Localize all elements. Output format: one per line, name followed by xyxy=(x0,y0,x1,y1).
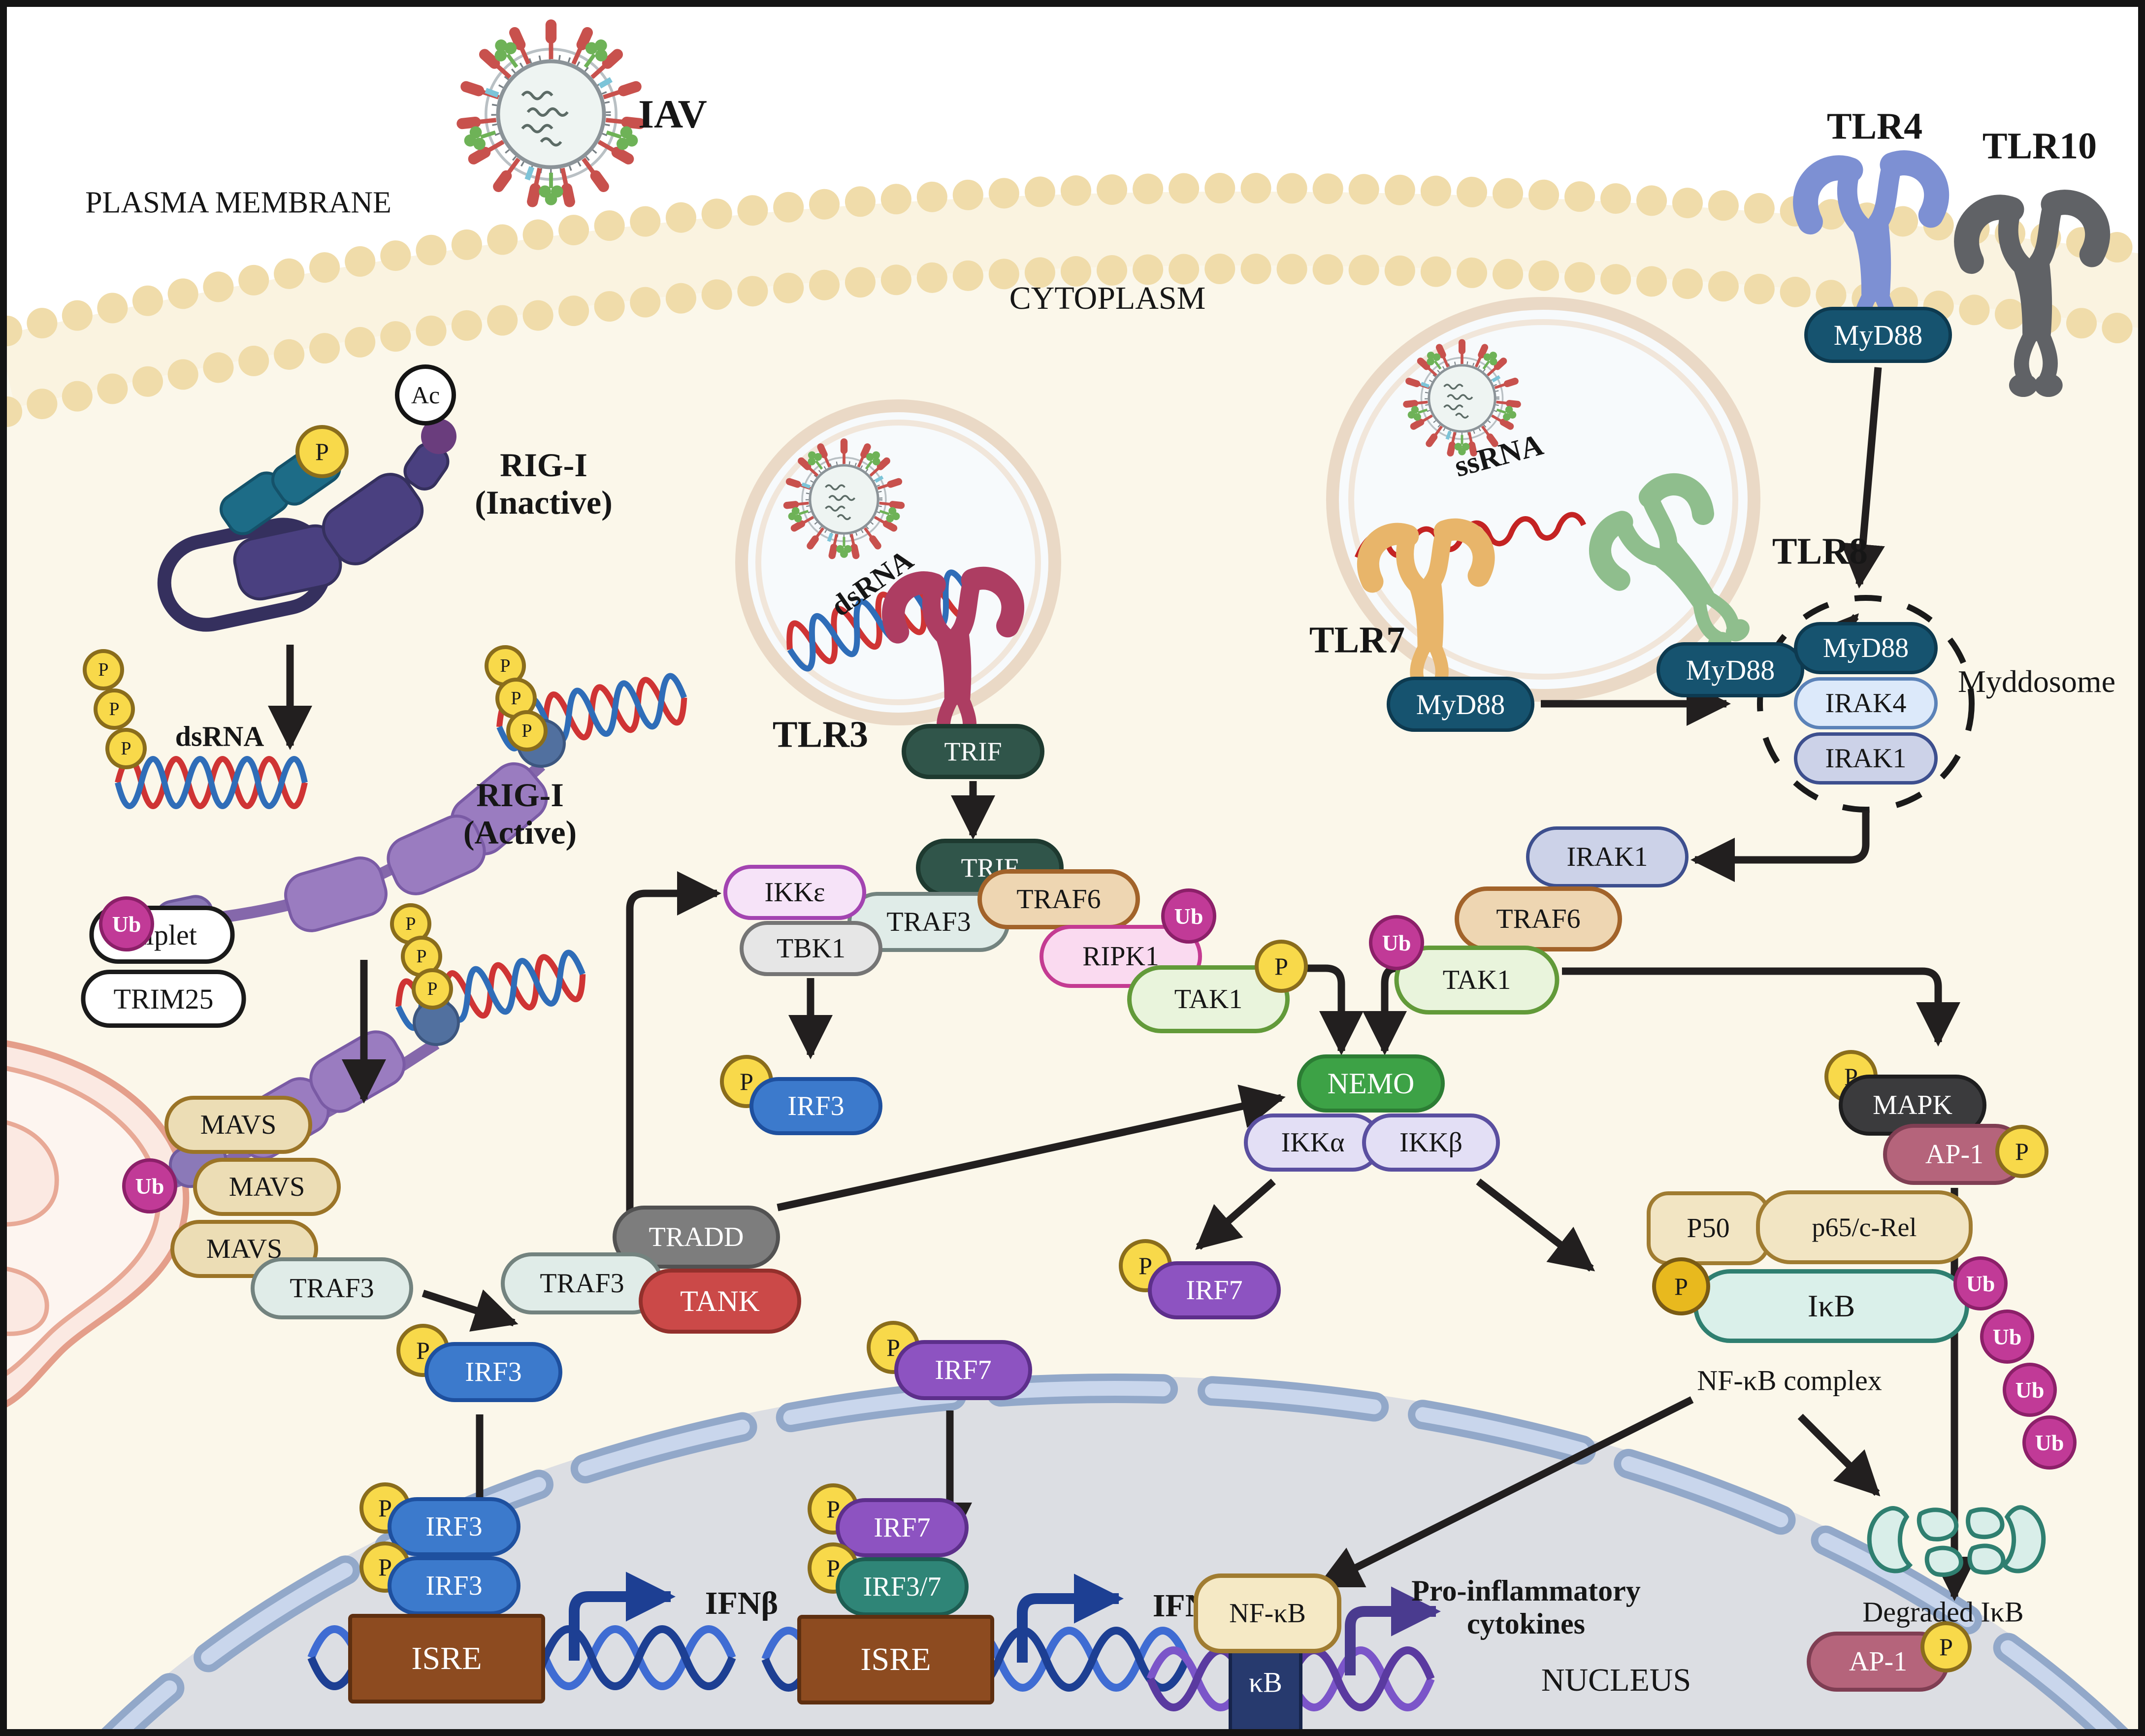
isre-box-2: ISRE xyxy=(797,1615,994,1704)
irf37-nuc-pill: IRF3/7 xyxy=(836,1557,969,1616)
pro-inflammatory-line2: cytokines xyxy=(1466,1607,1585,1640)
irf7-prenuc-pill: IRF7 xyxy=(894,1340,1032,1400)
tbk1-pill: TBK1 xyxy=(740,921,882,976)
nfkb-nuc-pill: NF-κB xyxy=(1194,1573,1341,1653)
p-badge-active1-3: P xyxy=(506,710,548,752)
p50-pill: P50 xyxy=(1647,1191,1770,1265)
iav-label: IAV xyxy=(638,92,707,137)
ikke-pill: IKKε xyxy=(723,865,866,920)
p-badge-dsrna-2: P xyxy=(94,688,135,730)
p-badge-tak1-left: P xyxy=(1255,940,1308,993)
myd88-myddosome-pill: MyD88 xyxy=(1794,622,1938,674)
rig-i-active-icon xyxy=(154,719,566,943)
irf7-cyto-pill: IRF7 xyxy=(1148,1261,1281,1319)
irf3-prenuc-pill: IRF3 xyxy=(424,1342,562,1402)
pro-inflammatory-label: Pro-inflammatory cytokines xyxy=(1411,1574,1640,1640)
tlr3-label: TLR3 xyxy=(772,714,869,755)
irf3-nuc2-pill: IRF3 xyxy=(388,1556,520,1615)
irf3-cyto-pill: IRF3 xyxy=(749,1077,882,1135)
myd88-tlr8-pill: MyD88 xyxy=(1657,642,1804,697)
tak1-right-pill: TAK1 xyxy=(1394,946,1560,1015)
tlr10-label: TLR10 xyxy=(1982,125,2097,167)
p-badge-active2-1: P xyxy=(390,903,431,945)
pro-inflammatory-line1: Pro-inflammatory xyxy=(1411,1574,1641,1607)
cytoplasm-label: CYTOPLASM xyxy=(1009,280,1206,317)
p-badge-ikb: P xyxy=(1652,1257,1710,1315)
traf6-complex-pill: TRAF6 xyxy=(1455,886,1622,951)
ub-chain-4: Ub xyxy=(2022,1415,2077,1470)
ikka-pill: IKKα xyxy=(1244,1114,1382,1172)
p-badge-rigi-inactive: P xyxy=(295,425,349,478)
irf3-nuc1-pill: IRF3 xyxy=(388,1497,520,1556)
p-badge-dsrna-3: P xyxy=(105,728,147,769)
rig-i-inactive-line2: (Inactive) xyxy=(475,484,613,521)
degraded-ikb-fragments xyxy=(1867,1505,2046,1577)
p-badge-dsrna-1: P xyxy=(83,649,124,690)
p-badge-active2-3: P xyxy=(412,968,453,1010)
tank-pill: TANK xyxy=(639,1269,801,1334)
trif-pill-1: TRIF xyxy=(902,724,1044,779)
diagram-artwork xyxy=(7,7,2138,1729)
tlr7-label: TLR7 xyxy=(1309,619,1405,661)
irf7-nuc-pill: IRF7 xyxy=(836,1498,969,1557)
ac-badge: Ac xyxy=(395,364,456,426)
signal-arrows xyxy=(268,367,1977,1601)
ikb-pill: IκB xyxy=(1693,1269,1969,1343)
p-badge-ap1-cyto: P xyxy=(1995,1125,2048,1178)
traf3-mito-pill: TRAF3 xyxy=(251,1257,413,1319)
traf6-trif-pill: TRAF6 xyxy=(977,869,1140,929)
traf3-tank-pill: TRAF3 xyxy=(501,1252,663,1314)
irak1-myddosome-pill: IRAK1 xyxy=(1794,732,1938,785)
myd88-tlr7-pill: MyD88 xyxy=(1387,677,1534,732)
nfkb-complex-label: NF-κB complex xyxy=(1697,1364,1882,1397)
transcription-arrows xyxy=(569,1572,1441,1675)
ub-chain-1: Ub xyxy=(1953,1256,2008,1310)
rig-i-active-line2: (Active) xyxy=(463,814,577,851)
irak1-complex-pill: IRAK1 xyxy=(1526,826,1689,887)
p-badge-irf7-prenuc: P xyxy=(867,1321,920,1374)
nemo-pill: NEMO xyxy=(1297,1054,1445,1113)
ub-badge-ripk1: Ub xyxy=(1161,888,1216,944)
p-badge-active2-2: P xyxy=(401,936,442,977)
ub-badge-active1: Ub xyxy=(99,896,154,951)
myddosome-label: Myddosome xyxy=(1958,664,2115,699)
nucleus-region xyxy=(102,1374,2128,1729)
rig-i-active-line1: RIG-I xyxy=(476,776,564,814)
p-badge-irf3-cyto: P xyxy=(720,1055,773,1108)
trim25-pill: TRIM25 xyxy=(81,970,246,1028)
rig-i-inactive-line1: RIG-I xyxy=(500,446,587,484)
tak1-left-pill: TAK1 xyxy=(1127,965,1290,1033)
mitochondria-icon xyxy=(7,1040,190,1408)
p65-crel-pill: p65/c-Rel xyxy=(1756,1190,1973,1264)
plasma-membrane-label: PLASMA MEMBRANE xyxy=(85,186,391,220)
tlr4-label: TLR4 xyxy=(1826,105,1923,147)
ub-badge-tak1: Ub xyxy=(1369,915,1424,970)
myd88-tlr4-pill: MyD88 xyxy=(1804,307,1952,363)
ikkb-pill: IKKβ xyxy=(1362,1114,1500,1172)
isre-box-1: ISRE xyxy=(348,1614,545,1703)
ub-chain-2: Ub xyxy=(1980,1310,2034,1364)
mavs-pill-2: MAVS xyxy=(193,1158,341,1216)
tlr8-label: TLR8 xyxy=(1772,530,1868,572)
rig-i-inactive-icon xyxy=(157,419,456,632)
nucleus-label: NUCLEUS xyxy=(1541,1662,1691,1699)
dsrna-label: dsRNA xyxy=(175,720,264,753)
kb-site-box: κB xyxy=(1229,1632,1302,1729)
ub-chain-3: Ub xyxy=(2003,1363,2057,1417)
p-badge-ap1-nuc: P xyxy=(1920,1621,1972,1672)
rig-i-active-label: RIG-I (Active) xyxy=(463,776,577,851)
myddosome-circle xyxy=(1757,595,1975,813)
ub-badge-active2: Ub xyxy=(122,1158,177,1213)
ifnb-label: IFNβ xyxy=(705,1585,779,1622)
mavs-pill-3: MAVS xyxy=(170,1220,318,1278)
irak4-pill: IRAK4 xyxy=(1794,677,1938,729)
mavs-pill-1: MAVS xyxy=(164,1096,312,1154)
rig-i-inactive-label: RIG-I (Inactive) xyxy=(475,446,612,521)
